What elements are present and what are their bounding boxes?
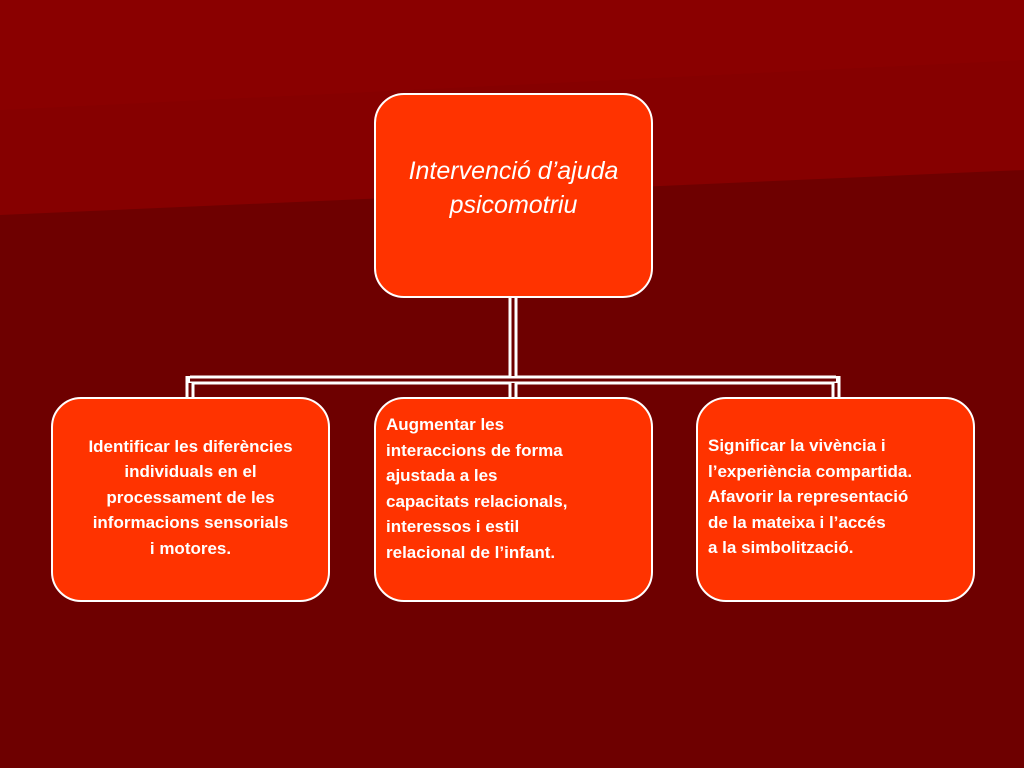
child-node-signify-experience: Significar la vivència i l’experiència c… — [696, 397, 975, 602]
root-node: Intervenció d’ajuda psicomotriu — [374, 93, 653, 298]
child-node-label: Significar la vivència i l’experiència c… — [708, 436, 913, 558]
child-node-label: Augmentar les interaccions de forma ajus… — [386, 415, 568, 562]
root-node-label: Intervenció d’ajuda psicomotriu — [408, 156, 619, 219]
child-node-identify-differences: Identificar les diferències individuals … — [51, 397, 330, 602]
child-node-label: Identificar les diferències individuals … — [88, 436, 293, 558]
child-node-increase-interactions: Augmentar les interaccions de forma ajus… — [374, 397, 653, 602]
